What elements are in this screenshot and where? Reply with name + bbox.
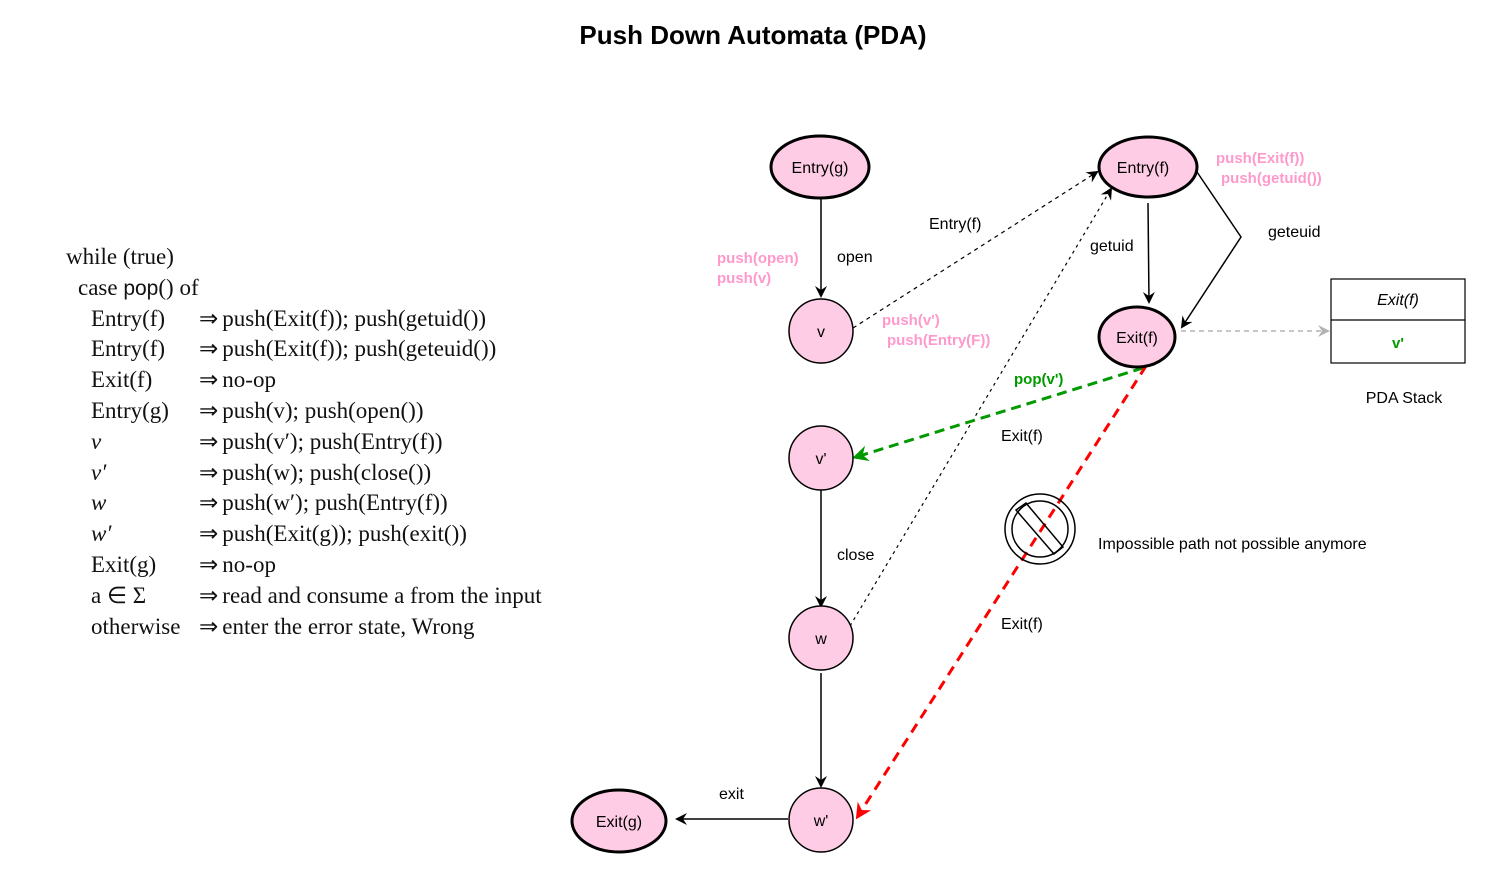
code-rule-lhs: a ∈ Σ [91, 582, 147, 608]
code-rule-rhs: read and consume a from the input [222, 582, 542, 608]
node-w: w [788, 605, 854, 671]
edge-exit-f-to-w-prime [855, 365, 1148, 820]
implies-arrow: ⇒ [199, 367, 219, 393]
edge-v-to-entry-f [852, 170, 1099, 329]
code-rule-rhs: enter the error state, Wrong [222, 613, 475, 639]
code-rule-rhs: push(Exit(f)); push(geteuid()) [222, 336, 497, 362]
edge-label-close: close [837, 547, 874, 564]
implies-arrow: ⇒ [199, 521, 219, 547]
annotation-push-getuid: push(getuid()) [1221, 170, 1322, 187]
code-rule-lhs: v [91, 428, 102, 454]
code-rule-lhs: Entry(f) [91, 336, 166, 362]
edge-label-geteuid: geteuid [1268, 224, 1321, 241]
implies-arrow: ⇒ [199, 305, 219, 331]
node-v: v [788, 298, 854, 364]
edge-entry-f-to-exit-f-geteuid [1180, 171, 1242, 329]
implies-arrow: ⇒ [199, 428, 219, 454]
node-exit-g: Exit(g) [570, 788, 668, 854]
annotation-push-open: push(open) [717, 250, 799, 267]
node-w-prime-label: w' [813, 813, 829, 830]
edge-label-getuid: getuid [1090, 238, 1134, 255]
code-rule-rhs: push(Exit(f)); push(getuid()) [222, 305, 487, 331]
implies-arrow: ⇒ [199, 613, 219, 639]
pda-stack: Exit(f) v' [1330, 278, 1466, 364]
code-rule: Exit(g) ⇒no-op [66, 550, 542, 581]
edge-label-exit-f-1: Exit(f) [1001, 428, 1043, 445]
code-rule-rhs: push(v′); push(Entry(f)) [222, 428, 443, 454]
annotation-push-exit-f: push(Exit(f)) [1216, 150, 1304, 167]
edge-label-entry-f: Entry(f) [929, 216, 981, 233]
node-entry-g-label: Entry(g) [792, 160, 849, 177]
implies-arrow: ⇒ [199, 336, 219, 362]
code-rule: Entry(g) ⇒push(v); push(open()) [66, 396, 542, 427]
code-line-while: while (true) [66, 244, 174, 269]
edge-label-pop-v-prime: pop(v') [1014, 371, 1063, 388]
node-v-label: v [817, 324, 825, 341]
implies-arrow: ⇒ [199, 490, 219, 516]
code-rule-rhs: push(w′); push(Entry(f)) [222, 490, 448, 516]
annotation-push-entry-F: push(Entry(F)) [887, 332, 990, 349]
pda-pseudocode: while (true) case pop() of Entry(f)⇒push… [66, 242, 542, 642]
code-rule: v′ ⇒push(w); push(close()) [66, 458, 542, 489]
diagram-title: Push Down Automata (PDA) [579, 20, 927, 50]
code-rule: otherwise ⇒enter the error state, Wrong [66, 612, 542, 643]
edge-exit-f-to-v-prime [852, 366, 1144, 462]
code-rules: Entry(f)⇒push(Exit(f)); push(getuid())En… [66, 304, 542, 643]
edge-entry-f-to-exit-f-getuid [1142, 202, 1155, 304]
code-rule-rhs: push(v); push(open()) [222, 397, 424, 423]
code-rule-lhs: Entry(f) [91, 305, 166, 331]
code-rule-lhs: otherwise [91, 613, 181, 639]
implies-arrow: ⇒ [199, 551, 219, 577]
edge-label-exit: exit [719, 786, 744, 803]
code-line-case: case pop() of [78, 274, 199, 300]
stack-cell-top: Exit(f) [1377, 292, 1419, 309]
code-rule-lhs: Exit(g) [91, 551, 157, 577]
code-rule-rhs: push(Exit(g)); push(exit()) [222, 521, 467, 547]
code-rule: Exit(f) ⇒no-op [66, 365, 542, 396]
node-entry-f: Entry(f) [1097, 135, 1199, 199]
implies-arrow: ⇒ [199, 582, 219, 608]
code-rule: Entry(f) ⇒push(Exit(f)); push(getuid()) [66, 304, 542, 335]
node-w-prime: w' [788, 787, 854, 853]
code-rule-lhs: w′ [91, 521, 112, 547]
code-rule-lhs: w [91, 490, 107, 516]
code-rule-rhs: push(w); push(close()) [222, 459, 432, 485]
implies-arrow: ⇒ [199, 397, 219, 423]
stack-caption: PDA Stack [1366, 390, 1443, 407]
code-rule-lhs: v′ [91, 459, 107, 485]
stack-cell-bottom: v' [1392, 335, 1404, 352]
code-rule: v ⇒push(v′); push(Entry(f)) [66, 427, 542, 458]
impossible-path-note: Impossible path not possible anymore [1098, 536, 1367, 553]
annotation-push-v-prime: push(v') [882, 312, 940, 329]
edge-label-open: open [837, 249, 873, 266]
node-exit-f-label: Exit(f) [1116, 330, 1158, 347]
node-w-label: w [814, 631, 827, 648]
prohibited-icon [1004, 493, 1076, 565]
node-entry-f-label: Entry(f) [1117, 160, 1169, 177]
node-exit-f: Exit(f) [1097, 305, 1177, 369]
code-rule: a ∈ Σ ⇒read and consume a from the input [66, 581, 542, 612]
implies-arrow: ⇒ [199, 459, 219, 485]
code-rule-rhs: no-op [222, 367, 276, 393]
annotation-push-v: push(v) [717, 270, 771, 287]
node-v-prime-label: v' [815, 451, 826, 468]
code-rule: w′ ⇒push(Exit(g)); push(exit()) [66, 519, 542, 550]
node-v-prime: v' [788, 425, 854, 491]
node-entry-g: Entry(g) [769, 134, 871, 200]
edge-label-exit-f-2: Exit(f) [1001, 616, 1043, 633]
node-exit-g-label: Exit(g) [596, 814, 642, 831]
code-rule-rhs: no-op [222, 551, 276, 577]
edge-w-to-entry-f [849, 187, 1113, 627]
code-rule-lhs: Entry(g) [91, 397, 169, 423]
code-rule: w ⇒push(w′); push(Entry(f)) [66, 488, 542, 519]
code-rule-lhs: Exit(f) [91, 367, 153, 393]
code-rule: Entry(f) ⇒push(Exit(f)); push(geteuid()) [66, 334, 542, 365]
